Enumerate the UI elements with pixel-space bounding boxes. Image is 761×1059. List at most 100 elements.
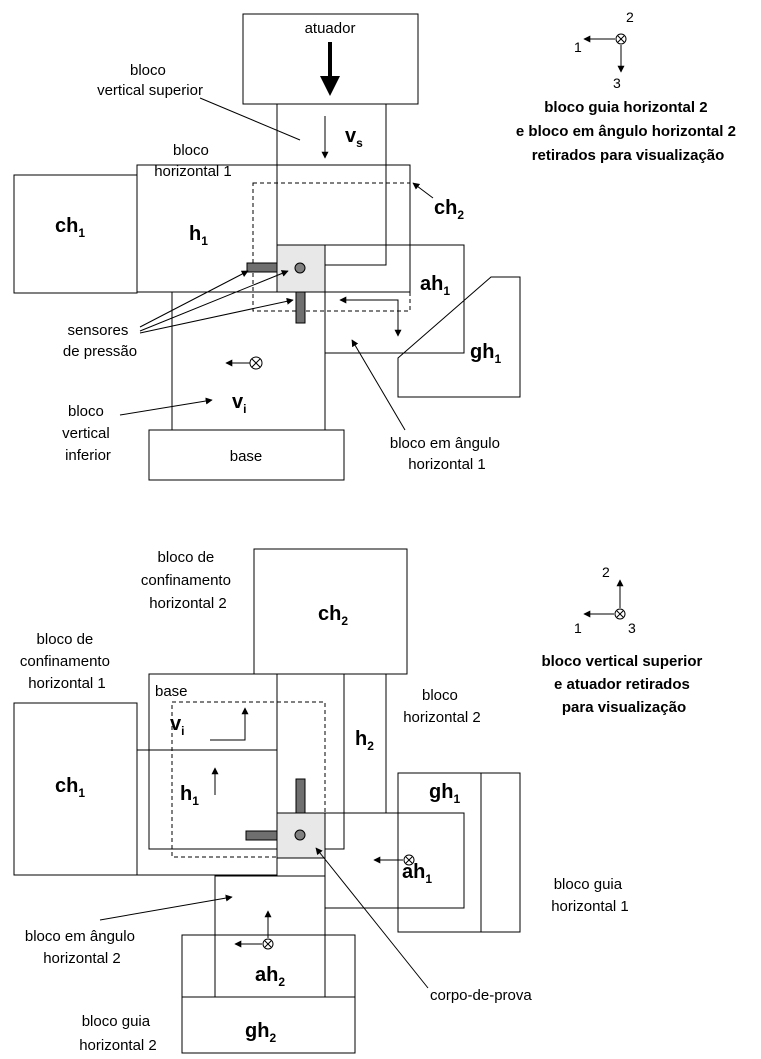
ch2-main: ch <box>434 197 457 219</box>
upper-vertical-block <box>276 103 387 266</box>
confinement-block-ch1 <box>13 174 138 294</box>
horizontal-block-h1 <box>136 164 411 293</box>
axis-2-label-bottom: 2 <box>602 564 610 580</box>
pressure-sensor-vertical <box>295 291 306 324</box>
specimen-leader <box>315 847 429 989</box>
ah2-label: ah2 <box>255 964 285 989</box>
ch2-label: ch2 <box>434 197 464 222</box>
gh1-main-bottom: gh <box>429 781 453 803</box>
vi-main: v <box>232 391 244 413</box>
ch2-label-bottom: ch2 <box>318 603 348 628</box>
h2-sub: 2 <box>367 739 374 753</box>
gh1-label: gh1 <box>470 341 501 366</box>
guide-block-gh1-bottom <box>397 772 521 933</box>
h1-sub: 1 <box>201 234 208 248</box>
label-h2-block: bloco horizontal 2 <box>403 687 481 726</box>
angle-block-ah1 <box>324 244 465 354</box>
vi-main-bottom: v <box>170 713 182 735</box>
ch2-sub-bottom: 2 <box>341 614 348 628</box>
ch2-pointer <box>412 182 434 199</box>
h1-label: h1 <box>189 223 208 248</box>
h1-label-bottom: h1 <box>180 783 199 808</box>
axes-bottom: 1 2 3 <box>574 564 636 636</box>
vi-sub: i <box>243 402 246 416</box>
ah1-arrow-down <box>380 299 402 337</box>
note-top: bloco guia horizontal 2 e bloco em ângul… <box>516 99 740 164</box>
gh1-main: gh <box>470 341 494 363</box>
h1-main-bottom: h <box>180 783 192 805</box>
base-label-bottom: base <box>155 683 188 700</box>
base-label: base <box>230 448 263 465</box>
lower-vertical-leader <box>119 397 213 416</box>
gh2-sub: 2 <box>269 1031 276 1045</box>
gh2-main: gh <box>245 1020 269 1042</box>
ch1-label: ch1 <box>55 215 85 240</box>
axis-1-label: 1 <box>574 39 582 55</box>
label-conf2: bloco de confinamento horizontal 2 <box>141 549 235 612</box>
angle-block-leader <box>351 339 406 431</box>
axis-3-label: 3 <box>613 75 621 91</box>
label-conf1: bloco de confinamento horizontal 1 <box>20 631 114 692</box>
axis-1-label-bottom: 1 <box>574 620 582 636</box>
ah1-label: ah1 <box>420 273 450 298</box>
ch1-main-bottom: ch <box>55 775 78 797</box>
vi-label-bottom: vi <box>170 713 184 738</box>
vi-arrow-up <box>210 707 249 741</box>
ch1-sub: 1 <box>78 226 85 240</box>
ah2-main: ah <box>255 964 278 986</box>
confinement-block-ch1-bottom <box>13 702 138 876</box>
guide-block-gh2 <box>181 934 356 1054</box>
base-block <box>148 429 345 481</box>
horizontal-block-h1-bottom <box>136 749 278 876</box>
h2-main: h <box>355 728 367 750</box>
gh1-sub-bottom: 1 <box>453 792 460 806</box>
h1-sub-bottom: 1 <box>192 794 199 808</box>
label-guide1: bloco guia horizontal 1 <box>551 876 629 915</box>
actuator-label: atuador <box>305 20 356 37</box>
ah1-sub-bottom: 1 <box>425 872 432 886</box>
sensor-leader-1 <box>139 270 249 328</box>
ah1-main: ah <box>420 273 443 295</box>
label-lower-vertical: bloco vertical inferior <box>62 403 114 464</box>
sensor-leader-2 <box>139 270 289 332</box>
guide-block-gh1 <box>397 276 521 398</box>
gh1-label-bottom: gh1 <box>429 781 460 806</box>
angle-block-ah1-bottom <box>324 812 465 909</box>
pressure-sensor-horizontal <box>246 262 278 273</box>
ch2-sub: 2 <box>457 208 464 222</box>
axis-2-label: 2 <box>626 9 634 25</box>
label-angle2: bloco em ângulo horizontal 2 <box>25 928 139 967</box>
angle2-leader <box>99 894 233 921</box>
gh1-sub: 1 <box>494 352 501 366</box>
top-view: atuador vs ch1 h1 ah1 gh1 vi base <box>13 9 740 481</box>
ch1-sub-bottom: 1 <box>78 786 85 800</box>
ah1-label-bottom: ah1 <box>402 861 432 886</box>
label-h1-block: bloco horizontal 1 <box>154 142 232 180</box>
bottom-view: ch2 h2 base vi ch1 h1 gh1 ah1 ah2 <box>13 548 703 1054</box>
vs-label: vs <box>345 125 363 150</box>
axis-3-label-bottom: 3 <box>628 620 636 636</box>
vi-label: vi <box>232 391 246 416</box>
ch1-label-bottom: ch1 <box>55 775 85 800</box>
label-upper-vertical: bloco vertical superior <box>97 62 203 99</box>
ch1-main: ch <box>55 215 78 237</box>
label-angle-block-1: bloco em ângulo horizontal 1 <box>390 435 504 473</box>
upper-vertical-leader <box>199 97 301 141</box>
sensor-leader-3 <box>139 297 294 334</box>
actuator-arrowhead <box>320 76 340 96</box>
ch2-main-bottom: ch <box>318 603 341 625</box>
pressure-sensor-top <box>295 778 306 814</box>
ah1-main-bottom: ah <box>402 861 425 883</box>
h2-label: h2 <box>355 728 374 753</box>
label-sensors: sensores de pressão <box>63 322 137 360</box>
label-guide2: bloco guia horizontal 2 <box>79 1013 157 1054</box>
vi-sub-bottom: i <box>181 724 184 738</box>
specimen-center <box>294 262 306 274</box>
vs-main: v <box>345 125 357 147</box>
axes-top: 1 2 3 <box>574 9 634 91</box>
gh2-label: gh2 <box>245 1020 276 1045</box>
pressure-sensor-left <box>245 830 278 841</box>
h1-main: h <box>189 223 201 245</box>
vs-sub: s <box>356 136 363 150</box>
